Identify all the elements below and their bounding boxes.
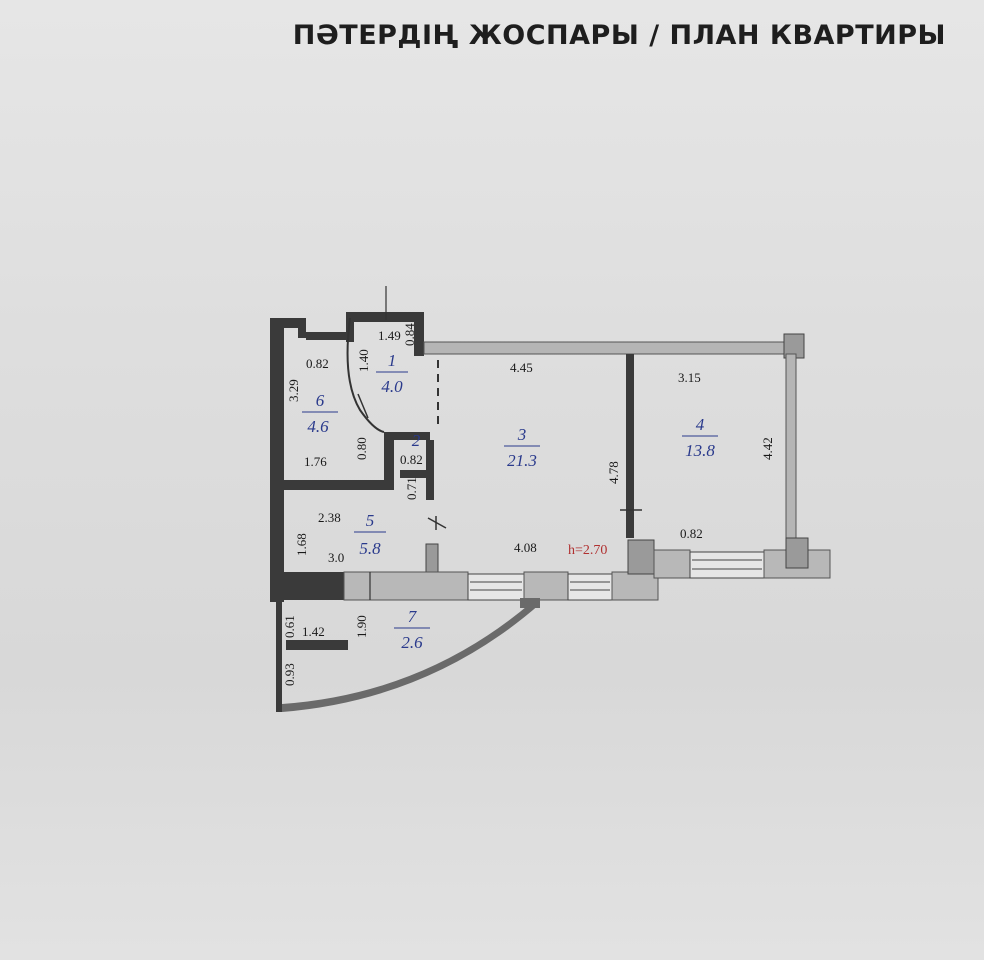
room-7-label: 7 2.6 [394,607,430,652]
room-3-label: 3 21.3 [504,425,540,470]
room-labels: 1 4.0 2 3 21.3 4 13.8 5 5.8 6 4.6 7 [302,351,718,652]
svg-text:7: 7 [408,607,418,626]
ceiling-height: h=2.70 [568,543,607,558]
door-marks [346,286,642,600]
svg-text:3: 3 [517,425,527,444]
svg-text:3.15: 3.15 [678,370,701,385]
svg-text:0.84: 0.84 [402,323,417,346]
svg-text:2.38: 2.38 [318,510,341,525]
svg-text:4.0: 4.0 [381,377,403,396]
svg-text:3.0: 3.0 [328,550,344,565]
svg-text:4: 4 [696,415,705,434]
svg-text:0.82: 0.82 [400,452,423,467]
svg-text:2.6: 2.6 [401,633,423,652]
svg-text:5: 5 [366,511,375,530]
svg-text:13.8: 13.8 [685,441,715,460]
svg-text:0.82: 0.82 [680,526,703,541]
room-5-label: 5 5.8 [354,511,386,558]
svg-text:1.76: 1.76 [304,454,327,469]
svg-text:2: 2 [412,431,421,450]
svg-text:4.78: 4.78 [606,461,621,484]
svg-text:1.40: 1.40 [356,349,371,372]
room-1-label: 1 4.0 [376,351,408,396]
svg-text:6: 6 [316,391,325,410]
svg-text:21.3: 21.3 [507,451,537,470]
svg-text:0.93: 0.93 [282,663,297,686]
room-4-label: 4 13.8 [682,415,718,460]
svg-text:0.82: 0.82 [306,356,329,371]
svg-text:3.29: 3.29 [286,379,301,402]
svg-text:1.49: 1.49 [378,328,401,343]
plan-title: ПӘТЕРДІҢ ЖОСПАРЫ / ПЛАН КВАРТИРЫ [292,20,946,51]
svg-text:5.8: 5.8 [359,539,381,558]
svg-text:0.80: 0.80 [354,437,369,460]
svg-text:0.61: 0.61 [282,615,297,638]
svg-text:0.71: 0.71 [404,477,419,500]
svg-text:4.6: 4.6 [307,417,329,436]
room-2-label: 2 [412,431,421,450]
walls [270,312,831,712]
svg-text:1.42: 1.42 [302,624,325,639]
svg-text:1.90: 1.90 [354,615,369,638]
svg-text:4.42: 4.42 [760,437,775,460]
svg-text:4.08: 4.08 [514,540,537,555]
svg-text:1.68: 1.68 [294,533,309,556]
room-6-label: 6 4.6 [302,391,338,436]
svg-text:4.45: 4.45 [510,360,533,375]
dimension-labels: 1.49 1.40 0.84 0.82 3.29 1.76 0.80 0.82 … [282,323,775,686]
svg-text:1: 1 [388,351,397,370]
